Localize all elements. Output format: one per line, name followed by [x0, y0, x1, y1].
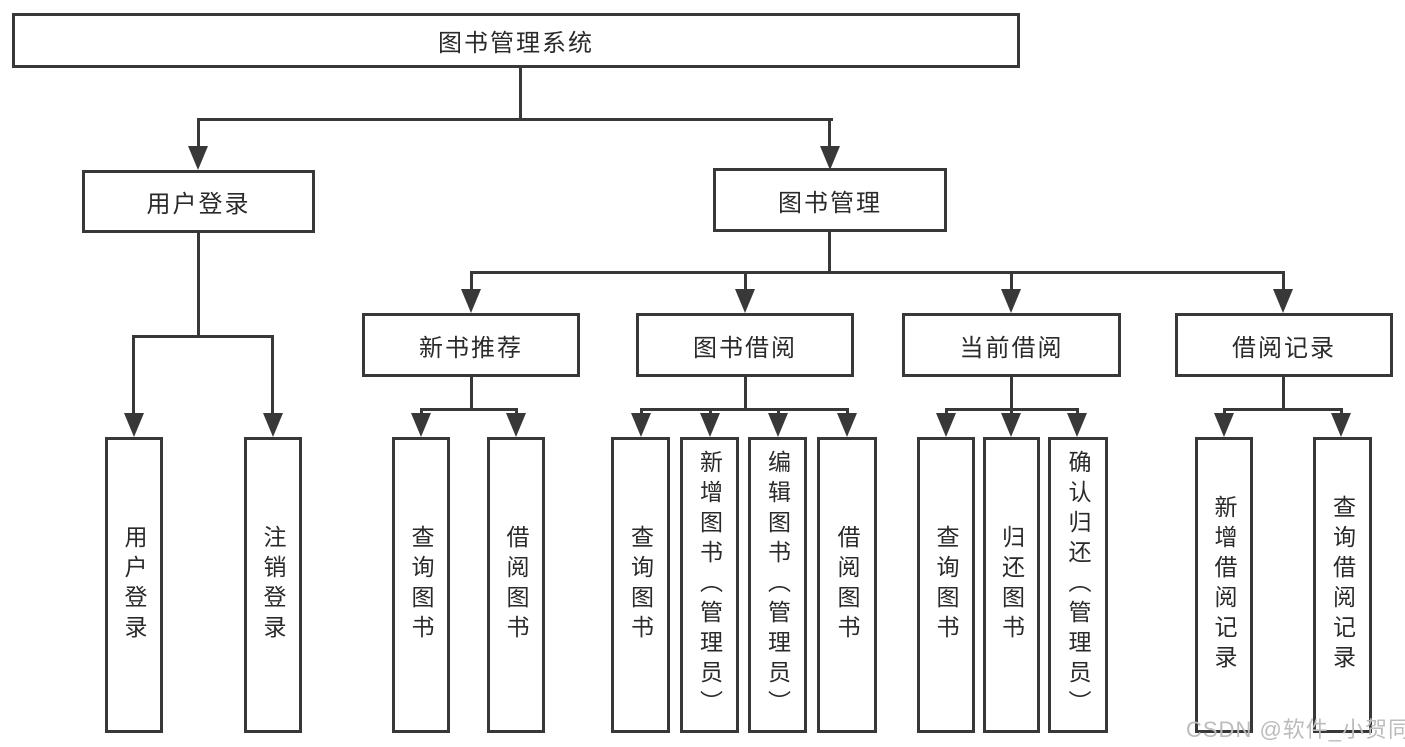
arrowhead-bb-add — [700, 413, 720, 437]
arrowhead-nb-borrow — [506, 413, 526, 437]
connector-drop-leaf-user-login — [132, 335, 135, 417]
leaf-user-login: 用户登录 — [105, 437, 163, 733]
arrowhead-cb-query — [936, 413, 956, 437]
leaf-cb-query-label: 查询图书 — [933, 525, 959, 645]
connector-new-book-rec-branch — [420, 408, 518, 411]
node-book-mgmt: 图书管理 — [713, 168, 947, 232]
leaf-bb-add: 新增图书（管理员） — [680, 437, 739, 733]
arrowhead-borrow-records — [1273, 289, 1293, 313]
leaf-bb-query: 查询图书 — [611, 437, 670, 733]
connector-drop-book-borrow — [744, 271, 747, 292]
node-current-borrow: 当前借阅 — [902, 313, 1121, 377]
connector-root-stem — [519, 68, 522, 120]
node-user-login-label: 用户登录 — [146, 191, 251, 218]
leaf-br-add-label: 新增借阅记录 — [1211, 495, 1237, 675]
leaf-cb-confirm: 确认归还（管理员） — [1048, 437, 1108, 733]
arrowhead-book-borrow — [735, 289, 755, 313]
connector-drop-user-login — [197, 118, 200, 150]
connector-borrow-records-branch — [1223, 408, 1343, 411]
connector-drop-new-book-rec — [470, 271, 473, 292]
connector-drop-leaf-logout — [271, 335, 274, 417]
node-root-label: 图书管理系统 — [438, 30, 594, 57]
node-borrow-records-label: 借阅记录 — [1232, 334, 1336, 362]
connector-drop-nb-borrow — [515, 408, 518, 417]
connector-drop-cb-confirm — [1076, 408, 1079, 417]
connector-drop-nb-query — [420, 408, 423, 417]
leaf-nb-borrow-label: 借阅图书 — [503, 525, 529, 645]
node-new-book-rec: 新书推荐 — [362, 313, 580, 377]
leaf-nb-query: 查询图书 — [392, 437, 450, 733]
arrowhead-br-query — [1331, 413, 1351, 437]
leaf-br-query-label: 查询借阅记录 — [1329, 495, 1356, 675]
arrowhead-leaf-logout — [263, 413, 283, 437]
arrowhead-current-borrow — [1001, 289, 1021, 313]
arrowhead-br-add — [1214, 413, 1234, 437]
leaf-bb-edit-label: 编辑图书（管理员） — [764, 450, 791, 720]
node-new-book-rec-label: 新书推荐 — [419, 334, 523, 362]
connector-drop-cb-query — [945, 408, 948, 417]
leaf-cb-return-label: 归还图书 — [998, 525, 1025, 645]
connector-borrow-records-stem — [1282, 377, 1285, 411]
connector-new-book-rec-stem — [470, 377, 473, 411]
leaf-bb-borrow-label: 借阅图书 — [834, 525, 860, 645]
arrowhead-cb-return — [1001, 413, 1021, 437]
leaf-logout-label: 注销登录 — [260, 525, 286, 645]
leaf-bb-borrow: 借阅图书 — [817, 437, 877, 733]
connector-book-borrow-stem — [744, 377, 747, 411]
leaf-logout: 注销登录 — [244, 437, 302, 733]
leaf-cb-query: 查询图书 — [917, 437, 975, 733]
node-user-login: 用户登录 — [82, 170, 315, 233]
leaf-br-query: 查询借阅记录 — [1313, 437, 1372, 733]
leaf-user-login-label: 用户登录 — [121, 525, 147, 645]
connector-user-login-stem — [197, 233, 200, 337]
leaf-br-add: 新增借阅记录 — [1195, 437, 1253, 733]
arrowhead-bb-edit — [768, 413, 788, 437]
connector-user-login-branch — [132, 335, 274, 338]
connector-current-borrow-stem — [1010, 377, 1013, 411]
node-current-borrow-label: 当前借阅 — [959, 334, 1064, 362]
leaf-bb-add-label: 新增图书（管理员） — [696, 450, 723, 720]
leaf-bb-edit: 编辑图书（管理员） — [748, 437, 807, 733]
leaf-bb-query-label: 查询图书 — [627, 525, 654, 645]
arrowhead-leaf-user-login — [124, 413, 144, 437]
node-book-mgmt-label: 图书管理 — [778, 189, 882, 217]
arrowhead-cb-confirm — [1067, 413, 1087, 437]
leaf-nb-borrow: 借阅图书 — [487, 437, 545, 733]
connector-drop-book-mgmt — [828, 118, 831, 150]
connector-drop-current-borrow — [1010, 271, 1013, 292]
connector-drop-br-query — [1340, 408, 1343, 417]
arrowhead-new-book-rec — [461, 289, 481, 313]
node-borrow-records: 借阅记录 — [1175, 313, 1393, 377]
connector-book-mgmt-stem — [828, 232, 831, 274]
connector-drop-bb-borrow — [846, 408, 849, 417]
connector-level2-branch — [197, 118, 833, 121]
arrowhead-bb-borrow — [837, 413, 857, 437]
leaf-cb-return: 归还图书 — [983, 437, 1040, 733]
csdn-watermark: CSDN @软件_小贺同学 — [1186, 717, 1405, 742]
connector-drop-bb-query — [640, 408, 643, 417]
connector-drop-bb-edit — [777, 408, 780, 417]
connector-drop-borrow-records — [1282, 271, 1285, 292]
node-book-borrow: 图书借阅 — [636, 313, 854, 377]
node-book-borrow-label: 图书借阅 — [693, 334, 797, 362]
connector-drop-br-add — [1223, 408, 1226, 417]
connector-drop-bb-add — [709, 408, 712, 417]
node-root: 图书管理系统 — [12, 13, 1020, 68]
connector-level3-branch — [470, 271, 1285, 274]
leaf-nb-query-label: 查询图书 — [408, 525, 434, 645]
arrowhead-nb-query — [411, 413, 431, 437]
connector-book-borrow-branch — [640, 408, 849, 411]
arrowhead-book-mgmt — [820, 146, 840, 170]
connector-drop-cb-return — [1010, 408, 1013, 417]
arrowhead-bb-query — [631, 413, 651, 437]
leaf-cb-confirm-label: 确认归还（管理员） — [1065, 450, 1091, 720]
arrowhead-user-login — [188, 146, 208, 170]
